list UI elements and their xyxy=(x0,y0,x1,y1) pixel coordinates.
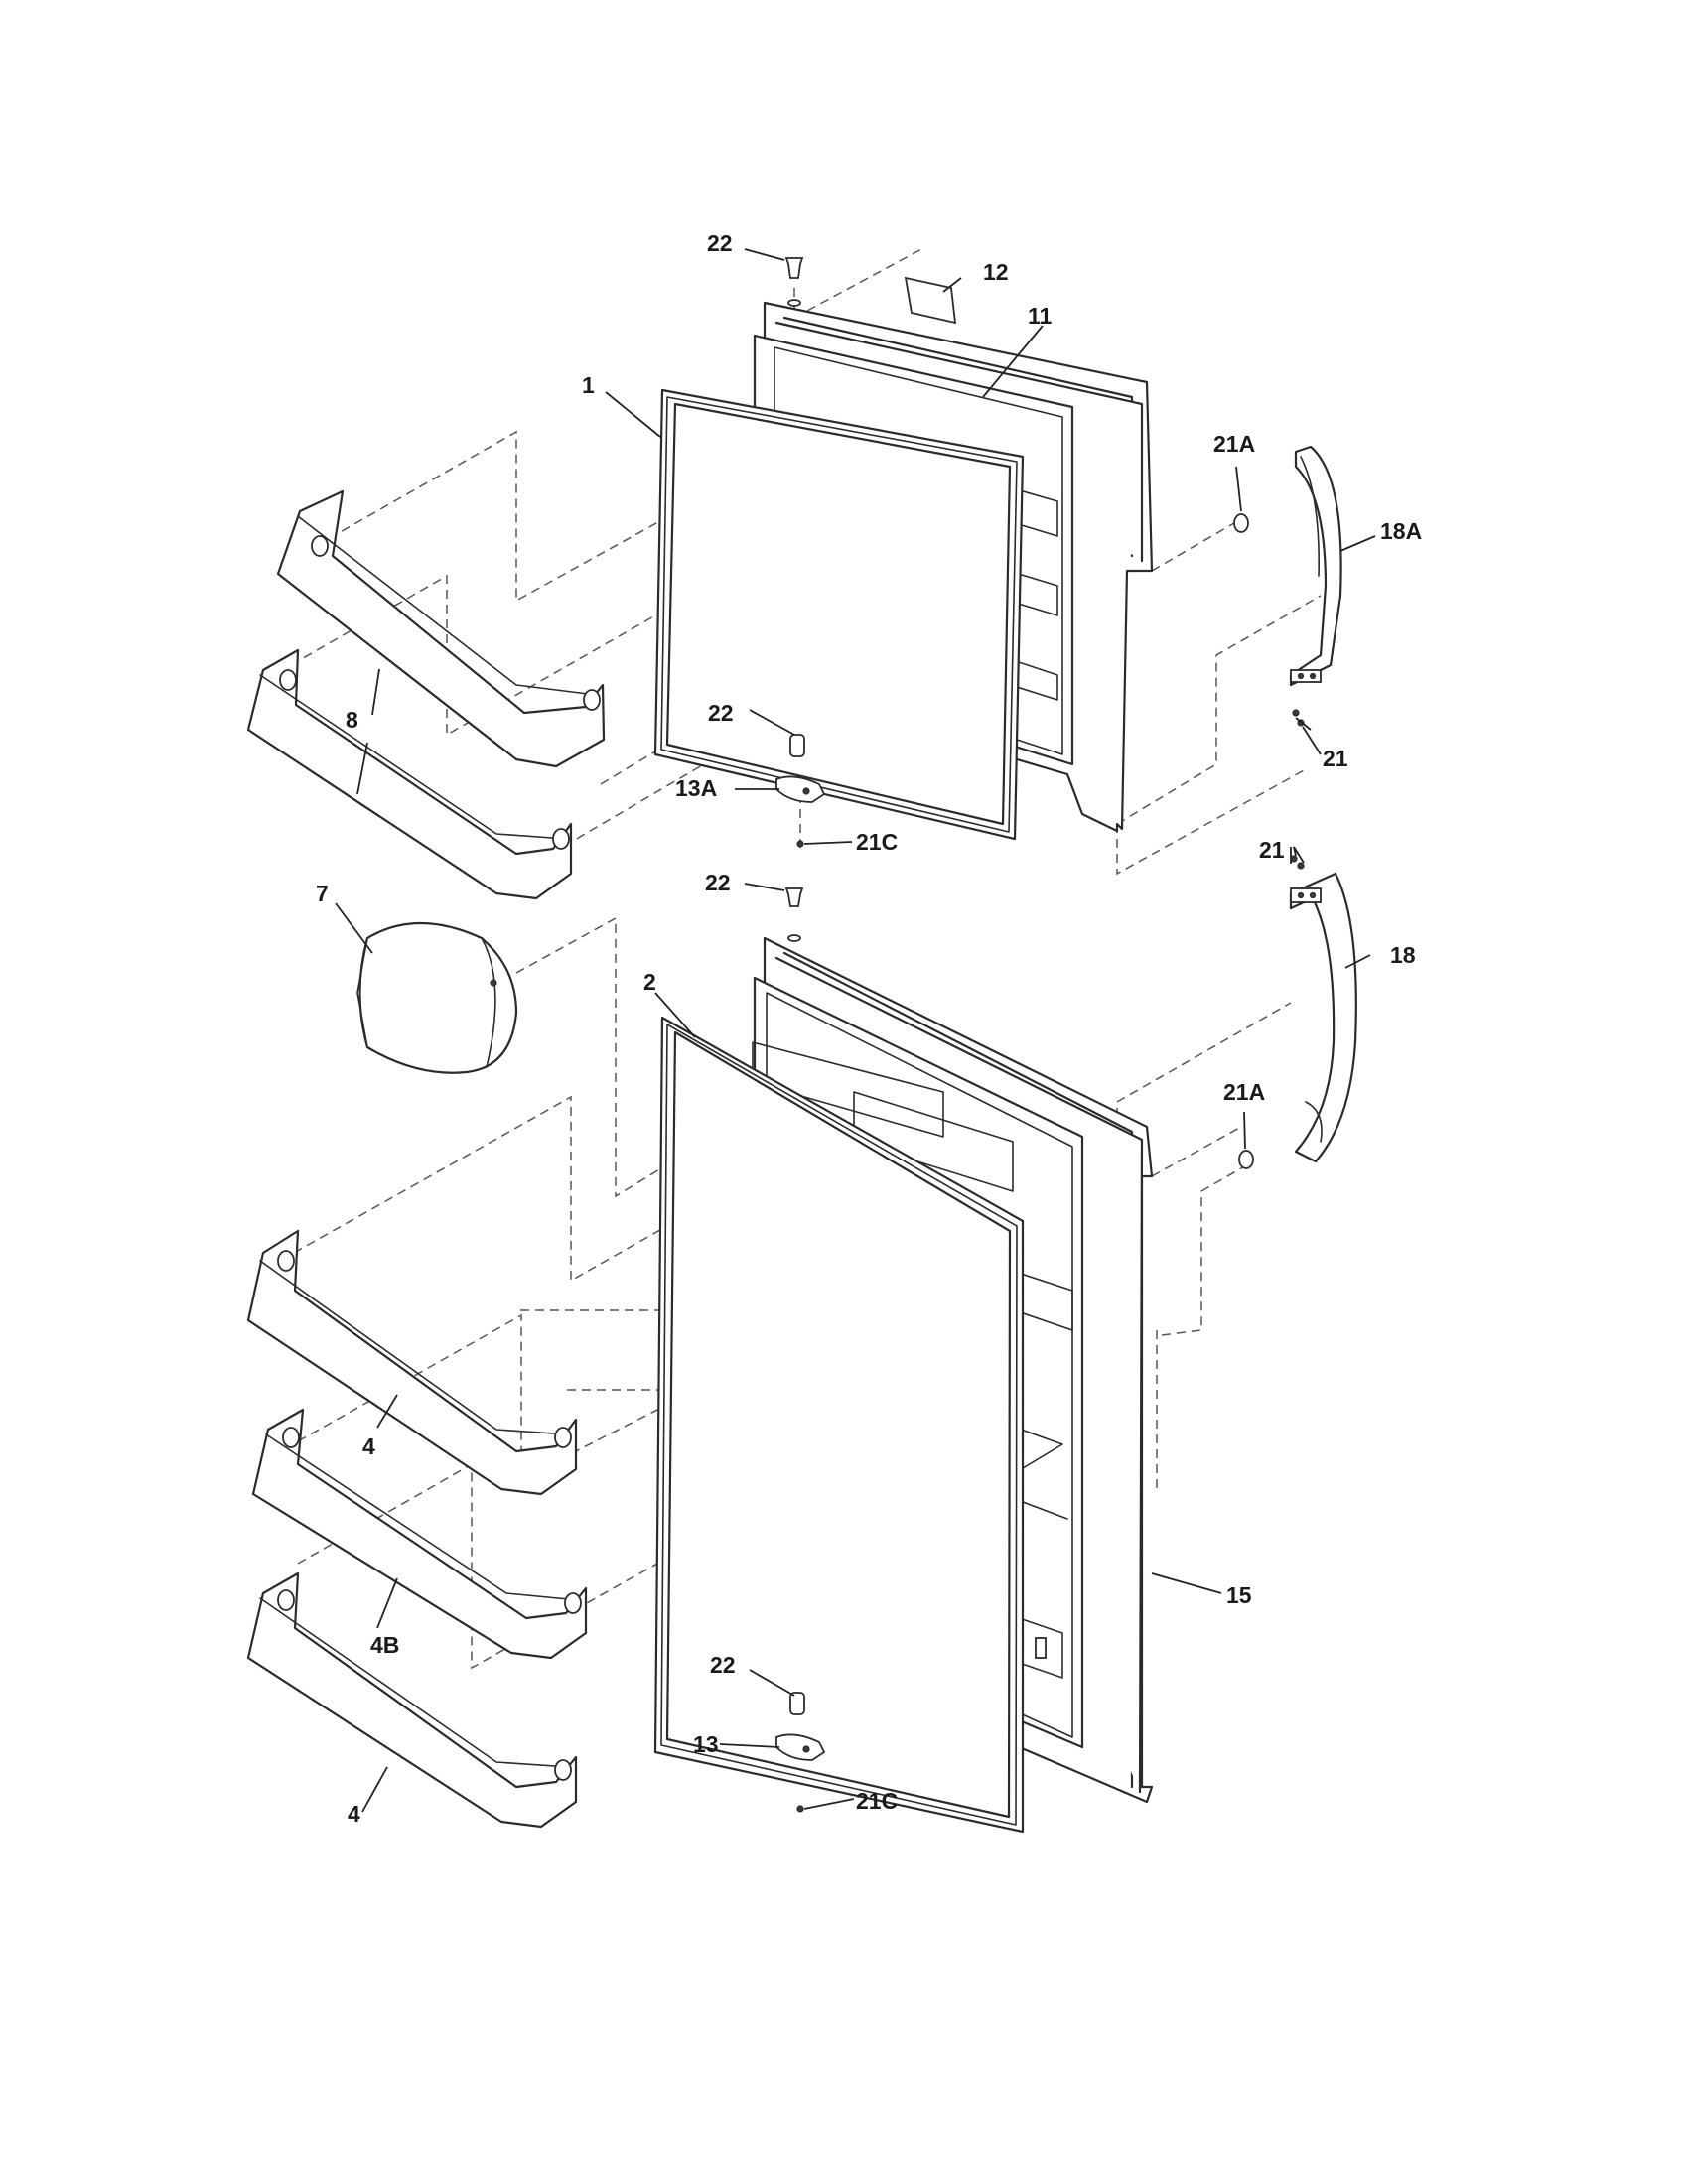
callout-7: 7 xyxy=(316,881,329,906)
door-shelf-rail-8-lower xyxy=(246,648,573,900)
callout-1: 1 xyxy=(582,372,595,398)
hardware xyxy=(775,257,1305,1813)
callout-18: 18 xyxy=(1390,942,1416,968)
callout-labels: 22 12 11 1 21A 18A 8 22 21 13A 21C 21 22… xyxy=(316,230,1422,1827)
freezer-door-handle xyxy=(1289,445,1342,687)
callout-21A-freezer: 21A xyxy=(1213,431,1255,457)
callout-4B: 4B xyxy=(370,1632,399,1658)
callout-13: 13 xyxy=(693,1731,719,1757)
callout-2: 2 xyxy=(643,969,656,995)
door-shelf-rail-4-lower xyxy=(246,1571,578,1829)
callout-4-upper: 4 xyxy=(362,1433,375,1459)
callout-21-fresh-handle: 21 xyxy=(1259,837,1285,863)
callout-18A: 18A xyxy=(1380,518,1422,544)
callout-22-freezer-bottom: 22 xyxy=(708,700,734,726)
callout-21C-fresh: 21C xyxy=(856,1788,898,1814)
door-shelf-rail-4-upper xyxy=(246,1229,578,1496)
callout-22-freezer-top: 22 xyxy=(707,230,733,256)
freezer-door-gasket xyxy=(653,388,1025,841)
callout-8: 8 xyxy=(346,707,358,733)
callout-leaders xyxy=(335,248,1376,1813)
callout-22-fresh-bottom: 22 xyxy=(710,1652,736,1678)
callout-21C-freezer: 21C xyxy=(856,829,898,855)
callout-21-freezer-handle: 21 xyxy=(1323,746,1348,771)
callout-11: 11 xyxy=(1028,303,1053,329)
callout-4-lower: 4 xyxy=(348,1801,360,1827)
callout-21A-fresh: 21A xyxy=(1223,1079,1265,1105)
callout-15: 15 xyxy=(1226,1582,1252,1608)
door-shelf-rail-4B xyxy=(251,1408,588,1660)
callout-22-fresh-top: 22 xyxy=(705,870,731,895)
dairy-door-cover xyxy=(356,921,518,1074)
callout-13A: 13A xyxy=(675,775,717,801)
fresh-food-door-gasket xyxy=(653,1016,1025,1834)
callout-12: 12 xyxy=(983,259,1009,285)
door-shelf-rail-8-upper xyxy=(276,489,606,768)
fresh-food-door-handle xyxy=(1289,872,1357,1163)
